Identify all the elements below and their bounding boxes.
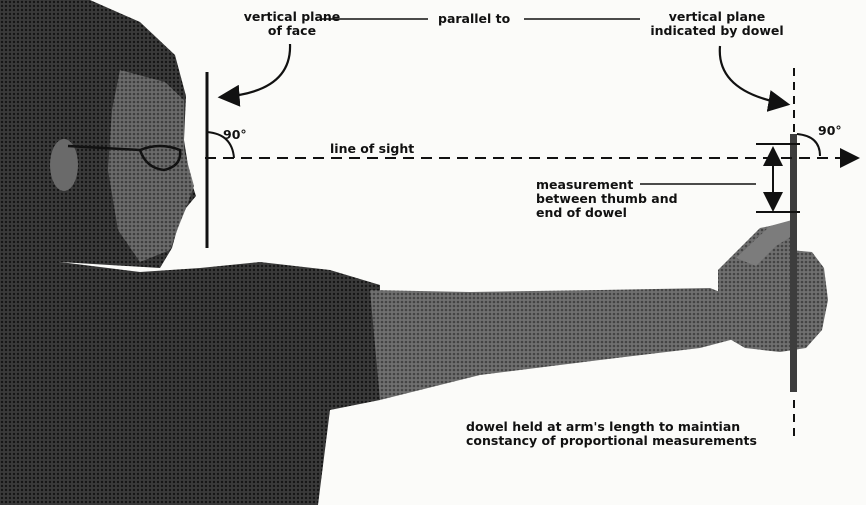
label-caption: dowel held at arm's length to maintian c… bbox=[466, 420, 757, 448]
label-face-plane: vertical plane of face bbox=[232, 10, 352, 38]
angle-arc-right bbox=[797, 134, 820, 156]
label-measurement-line1: measurement bbox=[536, 178, 678, 192]
label-angle-left: 90° bbox=[223, 128, 247, 142]
label-measurement-line2: between thumb and bbox=[536, 192, 678, 206]
label-dowel-plane-line1: vertical plane bbox=[642, 10, 792, 24]
label-line-of-sight: line of sight bbox=[330, 142, 414, 156]
label-dowel-plane: vertical plane indicated by dowel bbox=[642, 10, 792, 38]
label-measurement-line3: end of dowel bbox=[536, 206, 678, 220]
dowel bbox=[790, 134, 797, 392]
label-face-plane-line2: of face bbox=[232, 24, 352, 38]
person-arm bbox=[370, 288, 740, 400]
label-face-plane-line1: vertical plane bbox=[232, 10, 352, 24]
label-caption-line1: dowel held at arm's length to maintian bbox=[466, 420, 757, 434]
dowel-plane-arrow bbox=[720, 46, 786, 104]
label-angle-right: 90° bbox=[818, 124, 842, 138]
label-parallel: parallel to bbox=[438, 12, 510, 26]
label-measurement: measurement between thumb and end of dow… bbox=[536, 178, 678, 220]
label-dowel-plane-line2: indicated by dowel bbox=[642, 24, 792, 38]
label-caption-line2: constancy of proportional measurements bbox=[466, 434, 757, 448]
face-plane-arrow bbox=[222, 44, 290, 97]
person-torso bbox=[0, 245, 380, 505]
